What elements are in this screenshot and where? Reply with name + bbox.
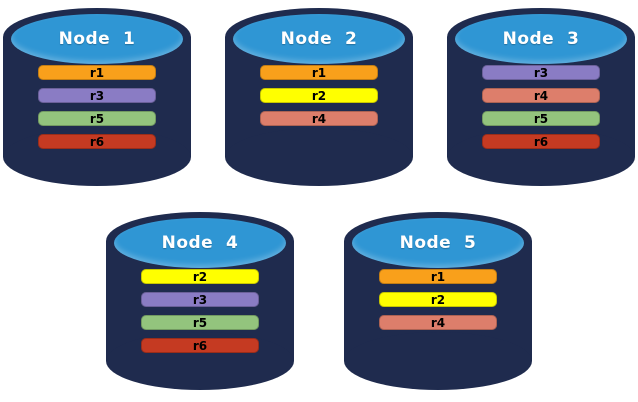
cylinder-top-face	[114, 218, 286, 268]
node-row-2: Node 4 r2 r3 r5 r6 Node 5 r1 r2 r4	[0, 212, 638, 390]
node-label: Node 2	[280, 29, 358, 49]
replica-bar-r5: r5	[141, 315, 259, 330]
replica-bar-r1: r1	[38, 65, 156, 80]
replica-bar-r4: r4	[260, 111, 378, 126]
replica-bar-r3: r3	[38, 88, 156, 103]
replica-list: r2 r3 r5 r6	[106, 269, 294, 353]
replica-bar-r5: r5	[482, 111, 600, 126]
cylinder-bottom	[225, 128, 413, 186]
replica-list: r1 r3 r5 r6	[3, 65, 191, 149]
cylinder-top-face	[233, 14, 405, 64]
replica-bar-r2: r2	[260, 88, 378, 103]
replica-bar-r6: r6	[482, 134, 600, 149]
node-5: Node 5 r1 r2 r4	[344, 212, 532, 390]
replica-bar-r2: r2	[379, 292, 497, 307]
cylinder-bottom	[344, 332, 532, 390]
cylinder-top-face	[11, 14, 183, 64]
replica-list: r1 r2 r4	[344, 269, 532, 330]
node-4: Node 4 r2 r3 r5 r6	[106, 212, 294, 390]
replica-bar-r5: r5	[38, 111, 156, 126]
cylinder-top-face	[455, 14, 627, 64]
replica-bar-r3: r3	[482, 65, 600, 80]
node-label: Node 3	[502, 29, 580, 49]
cylinder-top-face	[352, 218, 524, 268]
node-label: Node 4	[161, 233, 239, 253]
node-label: Node 5	[399, 233, 477, 253]
node-label: Node 1	[58, 29, 136, 49]
node-1: Node 1 r1 r3 r5 r6	[3, 8, 191, 186]
node-2: Node 2 r1 r2 r4	[225, 8, 413, 186]
replica-bar-r4: r4	[379, 315, 497, 330]
replica-bar-r1: r1	[260, 65, 378, 80]
replica-bar-r6: r6	[141, 338, 259, 353]
replica-bar-r4: r4	[482, 88, 600, 103]
replica-bar-r6: r6	[38, 134, 156, 149]
replica-bar-r3: r3	[141, 292, 259, 307]
replica-bar-r2: r2	[141, 269, 259, 284]
replica-list: r3 r4 r5 r6	[447, 65, 635, 149]
node-3: Node 3 r3 r4 r5 r6	[447, 8, 635, 186]
replica-list: r1 r2 r4	[225, 65, 413, 126]
replica-bar-r1: r1	[379, 269, 497, 284]
